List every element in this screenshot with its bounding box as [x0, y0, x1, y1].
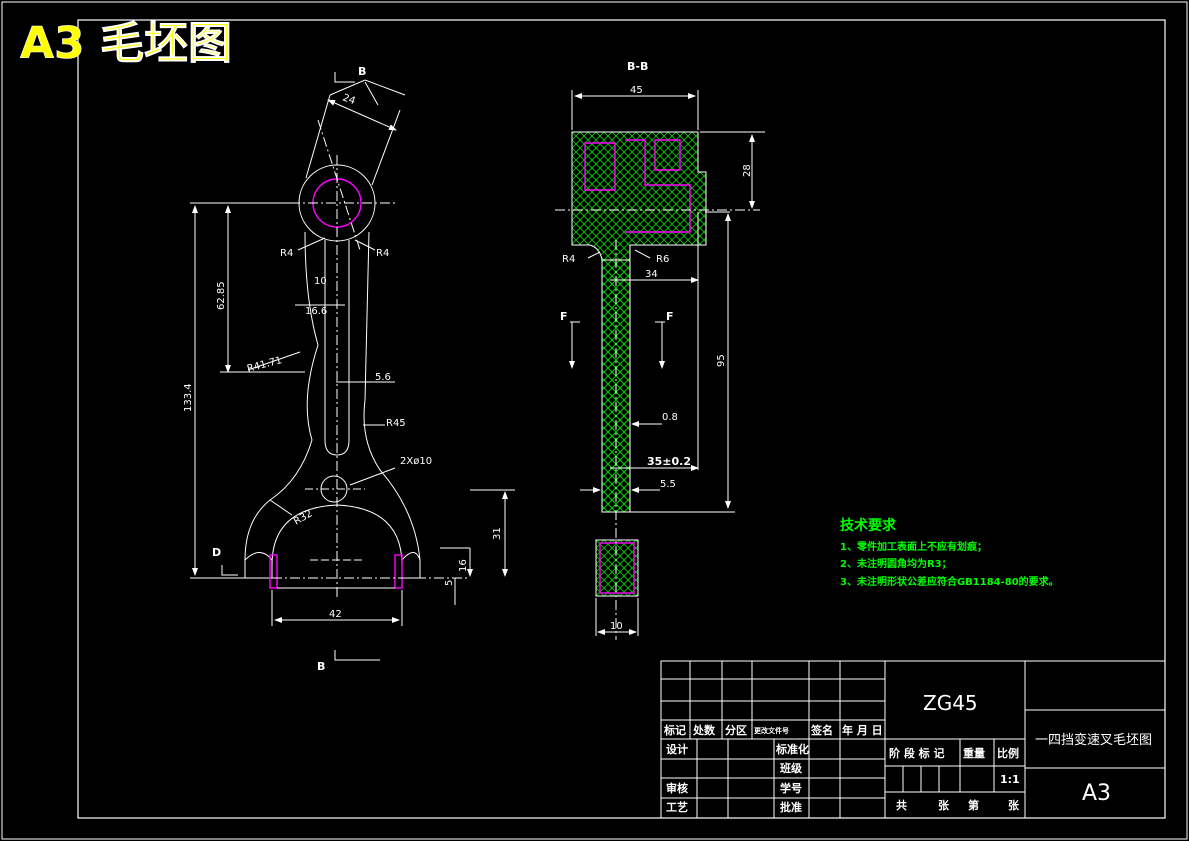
dim-34: 34 [645, 269, 658, 280]
label-process: 工艺 [666, 800, 688, 814]
sheet-size: A3 [1082, 781, 1111, 806]
dim-r6: R6 [656, 254, 669, 265]
sheet-no: 第 [968, 798, 979, 812]
dim-28: 28 [742, 164, 753, 177]
label-student-no: 学号 [780, 781, 802, 795]
section-view-labels: B-B 45 28 R4 R6 34 F F 95 0.8 35±0.2 5.5… [560, 60, 753, 632]
tech-requirements-title: 技术要求 [840, 517, 897, 534]
part-name: 一四挡变速叉毛坯图 [1035, 732, 1152, 748]
section-title: B-B [627, 60, 648, 73]
inner-frame [77, 19, 1166, 819]
tech-req-item-3: 3、未注明形状公差应符合GB1184-80的要求。 [840, 575, 1059, 588]
dim-r4-left: R4 [280, 248, 293, 259]
label-design: 设计 [666, 742, 688, 756]
dim-95: 95 [716, 354, 727, 367]
stage-header: 阶 段 标 记 [889, 746, 945, 760]
title-block [660, 660, 1166, 819]
tech-requirements: 技术要求 1、零件加工表面上不应有划痕； 2、未注明圆角均为R3； 3、未注明形… [840, 517, 1059, 588]
dim-r4-section: R4 [562, 254, 575, 265]
dim-16: 16 [458, 559, 469, 572]
rev-header-count: 处数 [692, 723, 716, 737]
dim-0-8: 0.8 [662, 412, 678, 423]
section-view [555, 90, 765, 640]
rev-header-date: 年 月 日 [842, 723, 883, 737]
label-class: 班级 [780, 761, 803, 775]
rev-header-sign: 签名 [810, 723, 833, 737]
marker-f-left: F [560, 310, 568, 323]
label-review: 审核 [666, 781, 688, 795]
dim-133-4: 133.4 [183, 383, 194, 412]
dim-r4-right: R4 [376, 248, 389, 259]
dim-31: 31 [492, 527, 503, 540]
dim-5-5: 5.5 [660, 479, 676, 490]
label-standard: 标准化 [775, 742, 809, 756]
label-approve: 批准 [780, 800, 802, 814]
rev-header-mark: 标记 [663, 723, 686, 737]
dim-2x10: 2Xø10 [400, 456, 432, 467]
weight-header: 重量 [963, 746, 985, 760]
rev-header-doc: 更改文件号 [754, 726, 789, 735]
sheets-unit-1: 张 [938, 798, 950, 812]
sheets-unit-2: 张 [1008, 798, 1020, 812]
title-block-text: ZG45 一四挡变速叉毛坯图 A3 标记 处数 分区 更改文件号 签名 年 月 … [663, 691, 1152, 814]
dim-10: 10 [314, 276, 327, 287]
dim-16-6: 16.6 [305, 306, 327, 317]
dim-35: 35±0.2 [647, 455, 691, 468]
front-view [190, 72, 515, 661]
rev-header-zone: 分区 [725, 723, 747, 737]
material: ZG45 [923, 691, 978, 715]
tech-req-item-1: 1、零件加工表面上不应有划痕； [840, 540, 987, 553]
dim-5-6: 5.6 [375, 372, 391, 383]
view-marker-d: D [212, 546, 221, 559]
dim-10-section: 10 [610, 621, 623, 632]
tech-req-item-2: 2、未注明圆角均为R3； [840, 557, 952, 570]
section-marker-top: B [358, 65, 366, 78]
dim-62-85: 62.85 [216, 281, 227, 310]
dim-r45: R45 [386, 418, 406, 429]
dim-r32: R32 [292, 508, 315, 527]
dim-5: 5 [444, 580, 455, 586]
scale-value: 1:1 [1000, 773, 1020, 786]
scale-header: 比例 [997, 746, 1019, 760]
sheet-title: A3 毛坯图 [20, 18, 232, 69]
sheets-total: 共 [896, 798, 907, 812]
dim-24: 24 [341, 92, 357, 107]
marker-f-right: F [666, 310, 674, 323]
section-marker-bottom: B [317, 660, 325, 673]
dim-45: 45 [630, 85, 643, 96]
dim-42: 42 [329, 609, 342, 620]
